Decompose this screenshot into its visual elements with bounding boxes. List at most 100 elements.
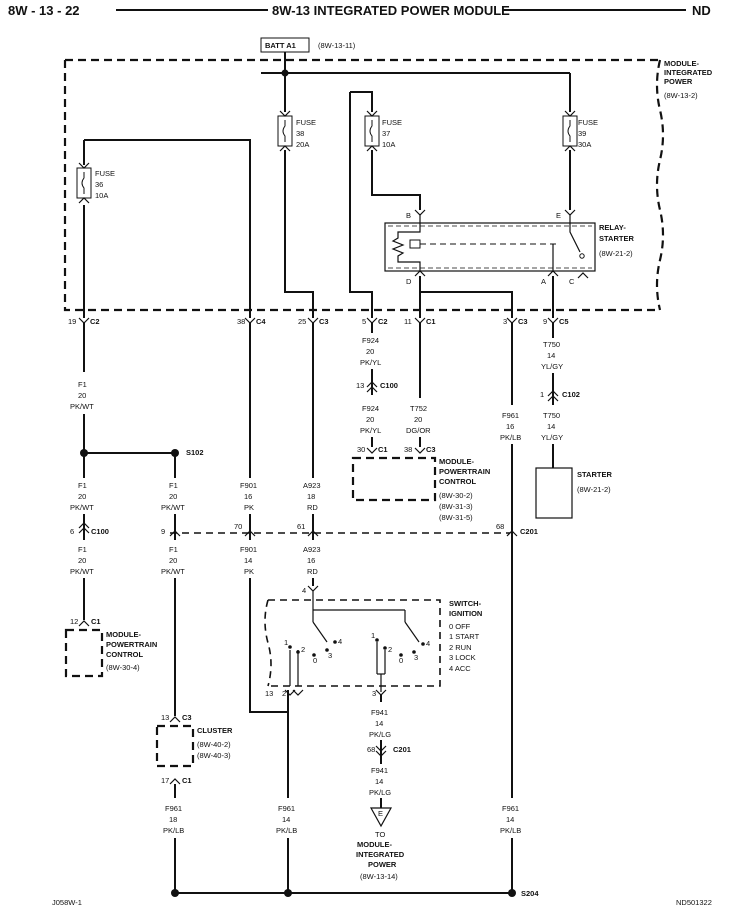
pcm-right-label: MODULE- [439,457,474,466]
model-code: ND [692,3,711,18]
svg-text:0: 0 [399,656,403,665]
wire-label: PK [244,503,254,512]
svg-text:39: 39 [578,129,586,138]
wire-label: 14 [375,777,383,786]
svg-text:4: 4 [426,639,430,648]
ground-label: TO [375,830,385,839]
svg-text:2: 2 [301,645,305,654]
wire-label: PK [244,567,254,576]
connector-c102 [547,390,559,402]
fuse-37: FUSE 37 10A [364,110,402,152]
connector-label: C100 [380,381,398,390]
svg-text:D: D [406,277,412,286]
pcm-right-label: CONTROL [439,477,476,486]
connector-c1 [78,620,90,627]
connector-pin: 1 [540,390,544,399]
cluster-ref: (8W-40-2) [197,740,231,749]
wire-label: PK/LB [276,826,297,835]
wire-label: A923 [303,481,321,490]
relay-d-branch [420,291,513,318]
splice-s102: S102 [186,448,204,457]
wire-label: PK/WT [70,402,94,411]
connector-pin: 38 [404,445,412,454]
starter-box [535,467,573,519]
wire-label: F901 [240,481,257,490]
wire-label: DG/OR [406,426,431,435]
connector-pin: 6 [70,527,74,536]
wire-label: RD [307,567,318,576]
wire-label: 18 [307,492,315,501]
pcm-right-box [351,456,437,502]
svg-text:38: 38 [237,317,245,326]
connector-label: C102 [562,390,580,399]
fuse-38: FUSE 38 20A [277,110,316,152]
ground-label: INTEGRATED [356,850,405,859]
svg-text:0: 0 [313,656,317,665]
wire-label: F924 [362,404,379,413]
fuse37-out-wire [371,150,421,210]
wire-label: F924 [362,336,379,345]
svg-text:2: 2 [388,645,392,654]
wire-label: 20 [78,391,86,400]
svg-text:FUSE: FUSE [578,118,598,127]
wire-label: 20 [414,415,422,424]
splice-dot [508,889,516,897]
page-number: 8W - 13 - 22 [8,3,80,18]
ground-label: MODULE- [357,840,392,849]
connector-c1 [169,778,181,785]
svg-text:10A: 10A [382,140,395,149]
svg-text:2 RUN: 2 RUN [449,643,472,652]
pcm-right-ref: (8W-30-2) [439,491,473,500]
wire-label: 14 [282,815,290,824]
wire-label: 20 [366,415,374,424]
wire-label: 20 [78,556,86,565]
wire-label: F901 [240,545,257,554]
switch-pin-label: 2 [282,689,286,698]
wire-label: YL/GY [541,362,563,371]
wire [349,92,373,318]
svg-text:E: E [556,211,561,220]
connector-c100 [78,522,90,534]
pcm-right-pins [366,447,426,454]
svg-text:C3: C3 [319,317,329,326]
wire-label: 14 [506,815,514,824]
wire-label: F1 [78,380,87,389]
wire-label: 14 [375,719,383,728]
fuse-39: FUSE 39 30A [562,110,598,152]
svg-text:19: 19 [68,317,76,326]
connector-pin: 12 [70,617,78,626]
svg-text:C5: C5 [559,317,569,326]
svg-text:C3: C3 [518,317,528,326]
c201-pin: 61 [297,522,305,531]
svg-text:3: 3 [503,317,507,326]
wire-label: 20 [169,556,177,565]
svg-text:3 LOCK: 3 LOCK [449,653,476,662]
svg-text:3: 3 [328,651,332,660]
c201-pin: 9 [161,527,165,536]
wire-label: F1 [78,545,87,554]
off-page-arrow [369,807,393,828]
cluster-label: CLUSTER [197,726,233,735]
pcm-right-ref: (8W-31-3) [439,502,473,511]
batt-label: BATT A1 [265,41,296,50]
wire-label: PK/LB [500,433,521,442]
svg-text:37: 37 [382,129,390,138]
svg-text:20A: 20A [296,140,309,149]
pcm-left-ref: (8W-30-4) [106,663,140,672]
wire-label: PK/YL [360,426,381,435]
wire-label: F961 [502,411,519,420]
fuse-36: FUSE 36 10A [76,162,115,204]
wire-label: PK/WT [70,503,94,512]
connector-c201b [375,745,387,757]
wire-label: T750 [543,340,560,349]
wire-label: F961 [165,804,182,813]
ipm-outline-edge [655,59,665,311]
wire-label: PK/LB [500,826,521,835]
ground-ref: (8W-13-14) [360,872,398,881]
wire-label: F961 [502,804,519,813]
wire-label: F1 [169,481,178,490]
connector-label: C100 [91,527,109,536]
wire [350,91,373,112]
